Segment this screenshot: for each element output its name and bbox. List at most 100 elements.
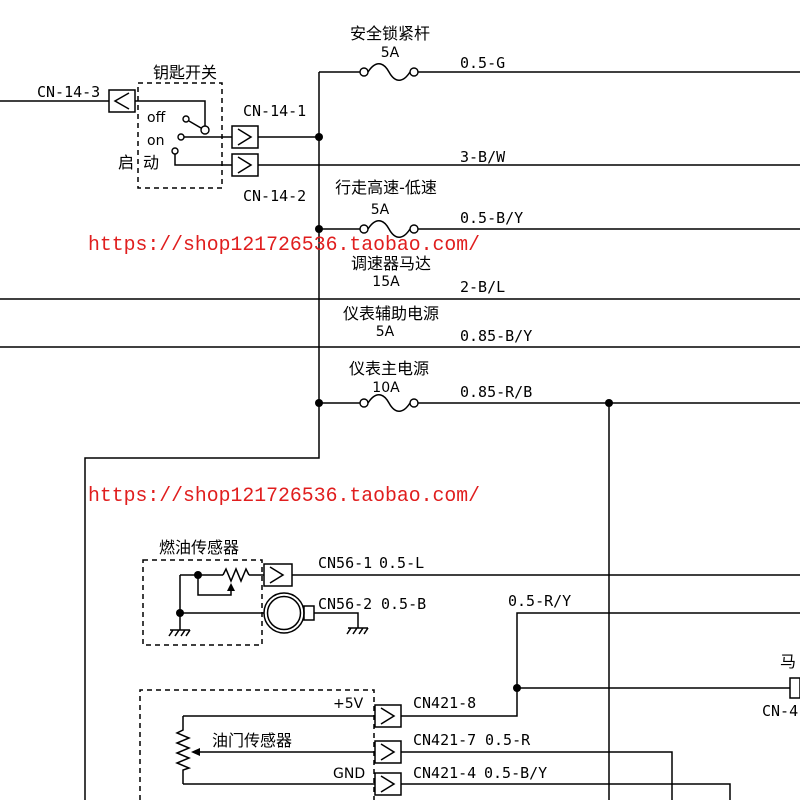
- junction-dot: [315, 225, 323, 233]
- fuse-terminal: [409, 67, 419, 77]
- switch-contact-start: [171, 147, 179, 155]
- governor-motor-fuse-rating: 15A: [372, 274, 400, 290]
- connector-cn421-8-label: CN421-8: [413, 694, 476, 712]
- junction-dot: [605, 399, 613, 407]
- fuel-resistor: [222, 567, 250, 583]
- switch-arm: [188, 120, 202, 129]
- connector-body: [374, 740, 402, 764]
- switch-contact-on: [177, 133, 185, 141]
- fuel-sensor-internal-wire: [179, 574, 264, 630]
- connector-cn421-7-label: CN421-7: [413, 731, 476, 749]
- connector-body: [374, 772, 402, 796]
- branch-circuit: 0.5-R/Y 马 CN-4: [401, 592, 800, 720]
- fuse-terminal: [409, 398, 419, 408]
- governor-motor-label: 调速器马达: [351, 254, 431, 273]
- fuel-ground-wire: [314, 612, 359, 628]
- watermark-text: https://shop121726536.taobao.com/: [88, 234, 480, 257]
- ground-symbol: [168, 629, 191, 637]
- connector-cn56-1-label: CN56-1: [318, 554, 372, 572]
- position-off-label: off: [147, 110, 166, 126]
- junction-dot: [315, 133, 323, 141]
- fuse-element: [367, 394, 411, 412]
- bus-wire: [84, 72, 320, 800]
- wiper-arrowhead: [191, 748, 200, 756]
- fuse-symbol: [359, 394, 419, 412]
- circuit-governor-motor: 调速器马达 15A 2-B/L: [0, 254, 800, 300]
- meter-main-fuse-rating: 10A: [372, 380, 400, 396]
- meter-aux-wire-code: 0.85-B/Y: [460, 327, 532, 345]
- junction-dot: [194, 571, 202, 579]
- fuel-sensor-title: 燃油传感器: [159, 538, 239, 557]
- safety-lock-wire-code: 0.5-G: [460, 54, 505, 72]
- connector-cn56-1: [263, 563, 293, 587]
- travel-speed-label: 行走高速-低速: [335, 178, 437, 197]
- fuse-element: [367, 220, 411, 238]
- circuit-travel-speed: 行走高速-低速 5A 0.5-B/Y: [315, 178, 800, 238]
- connector-cn-14-2-label: CN-14-2: [243, 187, 306, 205]
- connector-cn-14-3: [108, 89, 136, 113]
- meter-main-wire-code: 0.85-R/B: [460, 383, 532, 401]
- connector-cn-14-1: [231, 125, 259, 149]
- fuel-ground-wire-code: 0.5-B: [381, 595, 426, 613]
- right-edge-connector: [789, 677, 800, 699]
- travel-speed-wire-code: 0.5-B/Y: [460, 209, 523, 227]
- meter-main-label: 仪表主电源: [349, 359, 429, 378]
- key-switch: 钥匙开关 CN-14-3 off on 启 动 CN-14-1 CN-14-2: [0, 63, 800, 205]
- fuel-signal-wire-code: 0.5-L: [379, 554, 424, 572]
- connector-cn421-8: [374, 704, 402, 728]
- power-bus: [84, 72, 320, 800]
- safety-lock-label: 安全锁紧杆: [350, 24, 430, 43]
- branch-wire-code: 0.5-R/Y: [508, 592, 571, 610]
- ground-label: GND: [333, 766, 365, 782]
- connector-chevron: [237, 128, 253, 146]
- fuse-terminal: [359, 67, 369, 77]
- throttle-ground-wire-code: 0.5-B/Y: [484, 764, 547, 782]
- fuse-terminal: [359, 398, 369, 408]
- connector-body: [231, 125, 259, 149]
- connector-chevron: [380, 775, 396, 793]
- throttle-sensor-boundary: [139, 689, 375, 800]
- start-wire-code: 3-B/W: [460, 148, 506, 166]
- junction-dot: [513, 684, 521, 692]
- fuse-symbol: [359, 63, 419, 81]
- meter-aux-label: 仪表辅助电源: [343, 304, 439, 323]
- travel-speed-fuse-rating: 5A: [371, 202, 390, 218]
- connector-body: [374, 704, 402, 728]
- connector-body: [231, 153, 259, 177]
- right-edge-partial-label: 马: [780, 652, 796, 671]
- safety-lock-fuse-rating: 5A: [381, 45, 400, 61]
- connector-chevron: [113, 92, 130, 110]
- fuse-terminal: [359, 224, 369, 234]
- throttle-signal-wire-code: 0.5-R: [485, 731, 531, 749]
- governor-motor-wire-code: 2-B/L: [460, 278, 505, 296]
- fuse-terminal: [409, 224, 419, 234]
- connector-cn-14-1-label: CN-14-1: [243, 102, 306, 120]
- connector-cn-14-2: [231, 153, 259, 177]
- gauge-inner-ring: [266, 595, 302, 631]
- branch-wire: [401, 612, 800, 717]
- circuit-meter-aux-power: 仪表辅助电源 5A 0.85-B/Y: [0, 304, 800, 348]
- key-switch-title: 钥匙开关: [153, 63, 217, 82]
- switch-common-wire: [135, 100, 206, 126]
- junction-dot: [176, 609, 184, 617]
- right-edge-connector-label: CN-4: [762, 702, 798, 720]
- switch-pivot: [200, 125, 210, 135]
- position-start-label-2: 动: [143, 153, 159, 172]
- circuit-meter-main-power: 仪表主电源 10A 0.85-R/B: [315, 359, 800, 800]
- position-on-label: on: [147, 133, 164, 149]
- fuel-resistor-wiper: [197, 575, 232, 596]
- connector-cn421-4: [374, 772, 402, 796]
- throttle-output-wires: [401, 751, 731, 800]
- switch-contact-off: [182, 115, 190, 123]
- junction-dot: [315, 399, 323, 407]
- supply-voltage-label: +5V: [333, 696, 364, 712]
- connector-cn421-4-label: CN421-4: [413, 764, 476, 782]
- position-start-label-1: 启: [118, 153, 134, 172]
- gauge-outer-ring: [263, 592, 305, 634]
- connector-cn421-7: [374, 740, 402, 764]
- meter-aux-fuse-rating: 5A: [376, 324, 395, 340]
- connector-chevron: [380, 707, 396, 725]
- circuit-safety-lock-lever: 安全锁紧杆 5A 0.5-G: [319, 24, 800, 81]
- fuse-symbol: [359, 220, 419, 238]
